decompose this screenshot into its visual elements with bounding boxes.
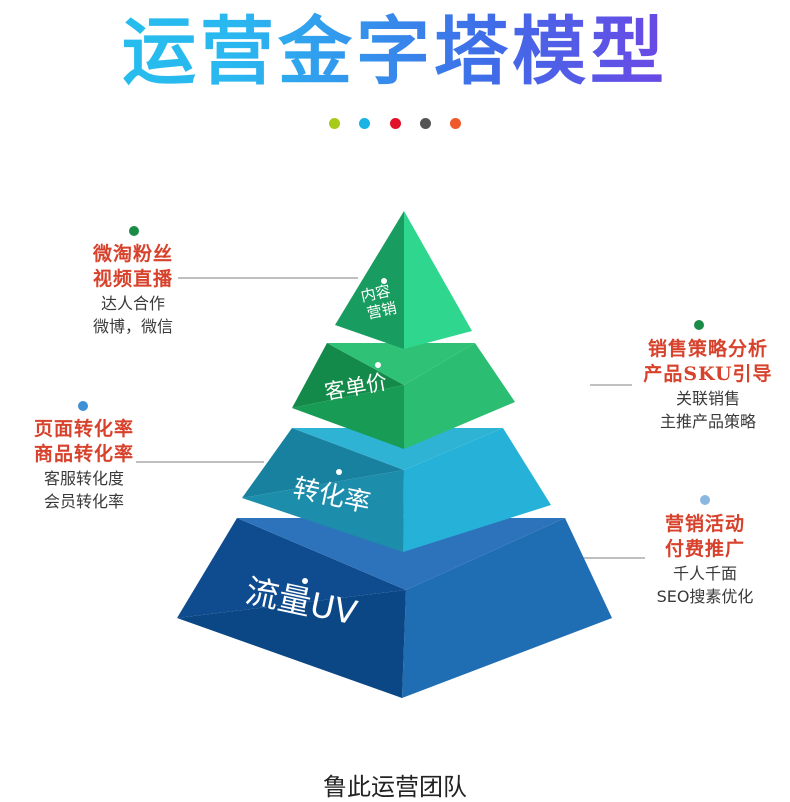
footer-text: 鲁此运营团队 [323,773,467,801]
annotation-dot-left-middle [78,401,88,411]
dot-orange [450,118,461,129]
layer-aov [292,343,515,449]
dot-gray [420,118,431,129]
annotation-top-left-sub-2: 微博，微信 [92,317,173,336]
annotation-top-left-bold-2: 视频直播 [92,268,173,290]
annotation-left-middle-bold-1: 页面转化率 [33,418,134,440]
layer-top [335,211,472,349]
annotation-right-upper-bold-1: 销售策略分析 [647,338,768,360]
annotation-left-middle-bold-2: 商品转化率 [33,443,134,465]
annotation-right-lower: 营销活动 付费推广 千人千面 SEO搜素优化 [642,512,768,608]
annotation-right-upper-sub-1: 关联销售 [675,389,740,408]
annotation-right-lower-bold-1: 营销活动 [664,513,745,535]
annotation-right-lower-bold-2: 付费推广 [664,538,745,560]
annotation-top-left: 微淘粉丝 视频直播 达人合作 微博，微信 [64,242,202,338]
svg-text:内容 营销: 内容 营销 [359,281,401,323]
annotation-left-middle-sub-2: 会员转化率 [43,492,124,511]
annotation-right-lower-sub-1: 千人千面 [672,564,737,583]
annotation-right-upper-sub-2: 主推产品策略 [659,412,756,431]
annotation-top-left-sub-1: 达人合作 [100,294,165,313]
layer-base [177,518,612,698]
annotation-right-lower-sub-2: SEO搜素优化 [656,587,754,606]
layer-top-label-line2: 营销 [365,299,398,323]
dot-green [329,118,340,129]
decorative-dots [0,118,790,130]
dot-red [390,118,401,129]
annotation-dot-top-left [129,226,139,236]
page-title: 运营金字塔模型 [0,10,790,94]
annotation-dot-right-upper [694,320,704,330]
dot-blue [359,118,370,129]
layer-top-label-line1: 内容 [359,282,392,306]
annotation-left-middle: 页面转化率 商品转化率 客服转化度 会员转化率 [18,417,150,513]
layer-conversion [242,428,551,552]
annotation-right-upper-bold-2: 产品SKU引导 [643,363,773,385]
annotation-right-upper: 销售策略分析 产品SKU引导 关联销售 主推产品策略 [628,337,788,433]
annotation-dot-right-lower [700,495,710,505]
annotation-left-middle-sub-1: 客服转化度 [43,469,124,488]
annotation-top-left-bold-1: 微淘粉丝 [92,243,173,265]
